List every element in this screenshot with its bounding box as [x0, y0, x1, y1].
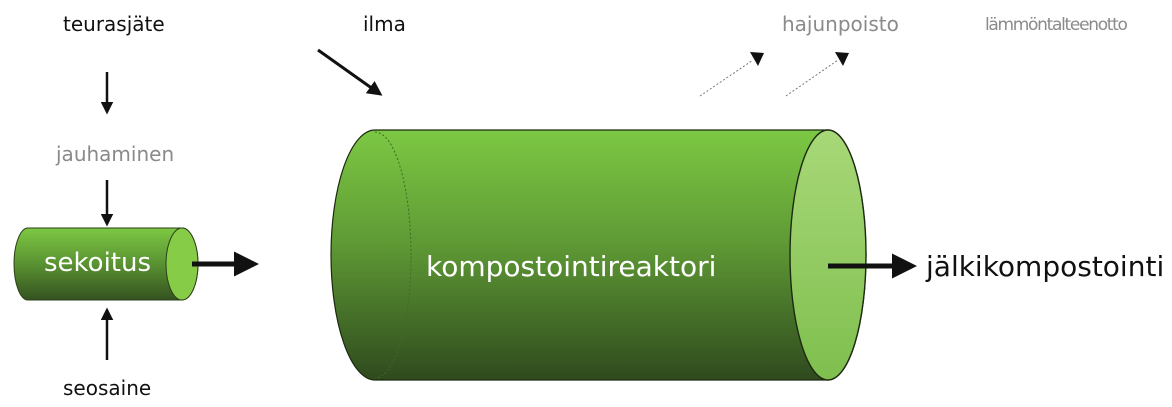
mixer-cylinder: [13, 227, 199, 301]
arrow-hajunpoisto-out: [699, 59, 754, 97]
arrow-ilma-in: [317, 48, 383, 96]
label-lammontalteenotto: lämmöntalteenotto: [985, 15, 1128, 35]
label-teurasjate: teurasjäte: [63, 12, 165, 36]
label-sekoitus: sekoitus: [44, 248, 152, 278]
label-jalkikompostointi: jälkikompostointi: [926, 250, 1165, 283]
label-jauhaminen: jauhaminen: [56, 142, 175, 166]
arrow-lammontalteenotto-head: [835, 52, 849, 66]
arrow-hajunpoisto-head: [750, 52, 764, 66]
reactor-cap: [789, 129, 867, 381]
label-hajunpoisto: hajunpoisto: [782, 12, 899, 36]
label-kompostointireaktori: kompostointireaktori: [426, 250, 717, 283]
reactor-cylinder: [330, 129, 867, 381]
label-seosaine: seosaine: [63, 376, 152, 400]
arrow-lammontalteenotto-out: [785, 59, 839, 97]
label-ilma: ilma: [363, 12, 406, 36]
